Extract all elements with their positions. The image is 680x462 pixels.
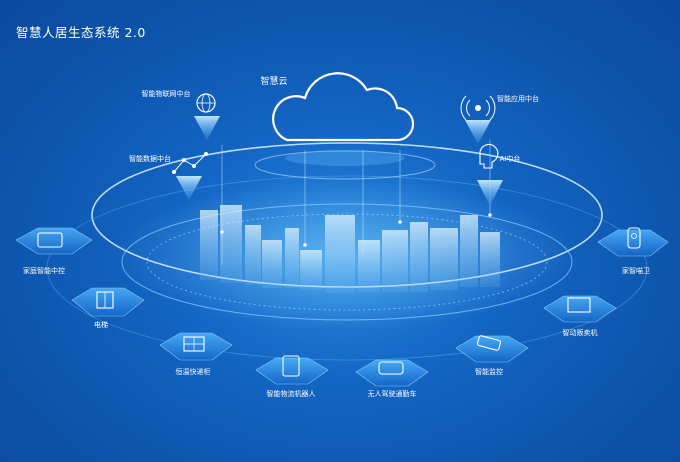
ai-hub-icon bbox=[477, 144, 503, 206]
app-hub-icon bbox=[460, 95, 496, 144]
data-hub-label: 智能数据中台 bbox=[129, 155, 171, 163]
autonomous-vehicle-platform bbox=[355, 359, 429, 387]
elevator-label: 电梯 bbox=[94, 321, 108, 329]
door-guard-platform bbox=[597, 227, 669, 257]
vending-label: 智动贩卖机 bbox=[562, 329, 598, 337]
robot-icon bbox=[282, 355, 300, 377]
outer-thin-ring bbox=[46, 175, 648, 361]
app-hub-label: 智能应用中台 bbox=[497, 95, 539, 103]
camera-icon bbox=[476, 335, 502, 351]
surveillance-platform bbox=[455, 335, 529, 363]
elevator-platform bbox=[71, 287, 145, 317]
data-hub-icon bbox=[172, 152, 208, 200]
home-control-label: 家庭智能中控 bbox=[23, 267, 65, 275]
cloud-icon bbox=[272, 72, 415, 142]
home-control-platform bbox=[15, 227, 93, 255]
cloud-label: 智慧云 bbox=[260, 77, 288, 87]
ring-node-platforms bbox=[15, 227, 669, 387]
cloud-ring bbox=[254, 150, 436, 180]
locker-platform bbox=[159, 332, 233, 361]
city-skyline bbox=[200, 205, 500, 293]
iot-hub-label: 智能物联网中台 bbox=[141, 90, 191, 98]
iot-hub-icon bbox=[194, 93, 220, 140]
logistics-robot-platform bbox=[255, 355, 329, 385]
dotted-ring bbox=[146, 213, 548, 311]
link-dots bbox=[220, 213, 492, 247]
middle-ring bbox=[121, 203, 573, 321]
vending-machine-icon bbox=[567, 297, 591, 313]
vehicle-icon bbox=[378, 361, 404, 375]
vending-platform bbox=[543, 295, 617, 323]
ai-hub-label: AI中台 bbox=[499, 155, 521, 163]
page-title: 智慧人居生态系统 2.0 bbox=[16, 25, 146, 40]
cloud-disk bbox=[285, 150, 405, 166]
locker-label: 恒温快递柜 bbox=[175, 368, 211, 376]
tablet-icon bbox=[37, 232, 63, 248]
door-guard-label: 家智喵卫 bbox=[622, 267, 650, 275]
logistics-robot-label: 智能物流机器人 bbox=[266, 390, 316, 398]
autonomous-vehicle-label: 无人驾驶通勤车 bbox=[367, 390, 417, 398]
cloud-links bbox=[221, 140, 491, 265]
doorbell-icon bbox=[627, 227, 641, 249]
surveillance-label: 智能监控 bbox=[475, 368, 503, 376]
